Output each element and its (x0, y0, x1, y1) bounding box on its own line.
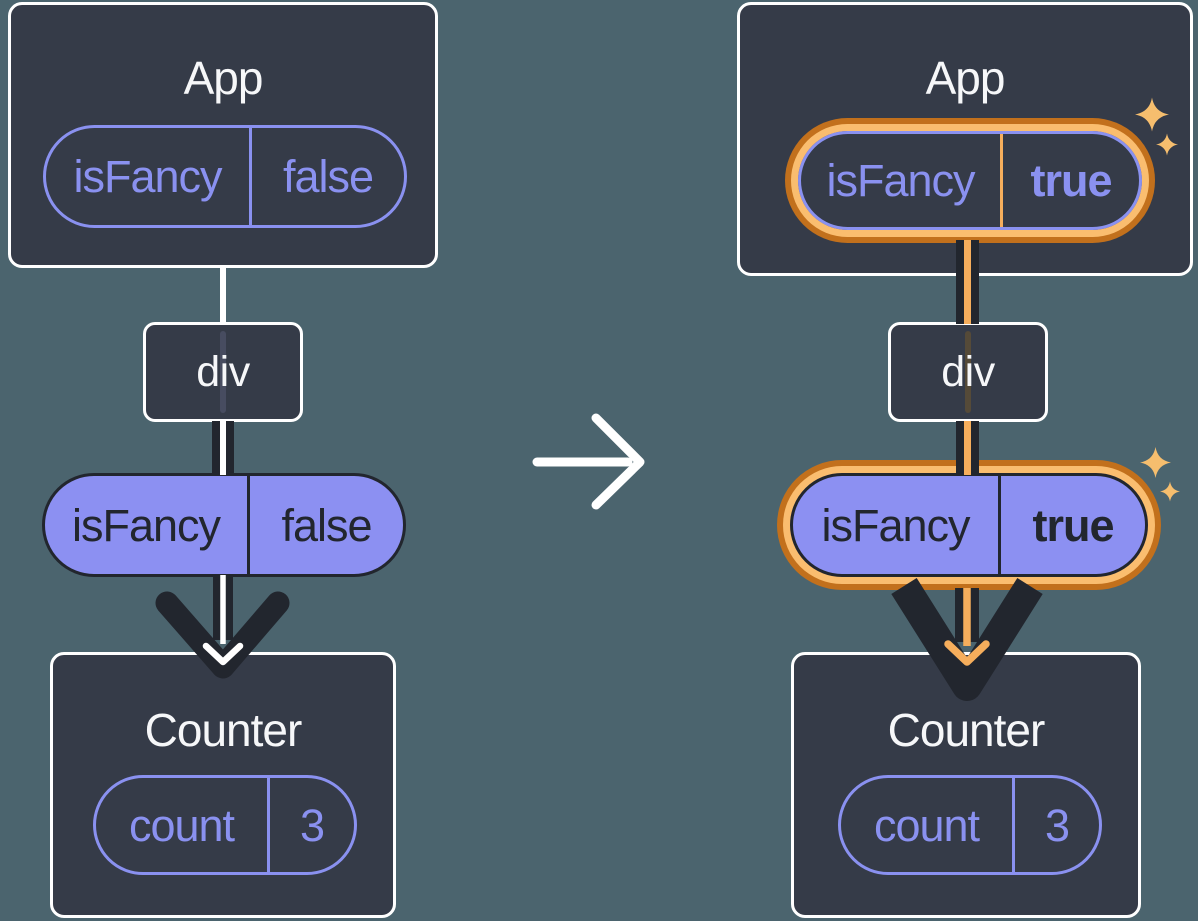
pill-divider (998, 476, 1001, 574)
app-prop-pill: isFancy false (43, 125, 407, 228)
prop-value: true (1030, 155, 1112, 206)
prop-flow-arrow-icon (891, 578, 1043, 701)
ghost-line (220, 331, 226, 413)
flow-line-core (220, 421, 226, 475)
pill-divider (247, 476, 250, 574)
state-value: 3 (299, 799, 325, 851)
div-label: div (941, 347, 995, 396)
flow-line (212, 421, 234, 475)
passed-prop-pill-highlighted: isFancy true (790, 473, 1148, 577)
div-card: div (888, 322, 1048, 422)
state-name: count (128, 799, 235, 851)
prop-flow-arrow-icon (155, 575, 290, 679)
transition-arrow-icon (532, 413, 645, 510)
prop-name: isFancy (71, 499, 221, 551)
pill-divider (249, 128, 252, 225)
sparkle-icon (1160, 481, 1180, 502)
sparkle-icon (1140, 447, 1171, 478)
prop-value: false (282, 151, 374, 202)
app-title: App (925, 52, 1006, 104)
state-value: 3 (1044, 799, 1070, 851)
counter-state-pill: count 3 (93, 775, 357, 875)
prop-value: false (281, 499, 372, 551)
app-prop-pill-highlighted: isFancy true (798, 131, 1142, 230)
counter-title: Counter (144, 704, 303, 756)
flow-line (956, 240, 979, 324)
div-card: div (143, 322, 303, 422)
counter-title: Counter (887, 704, 1046, 756)
prop-value: true (1032, 499, 1114, 551)
prop-name: isFancy (821, 499, 970, 551)
sparkle-icon (1156, 133, 1178, 156)
app-title: App (183, 52, 264, 104)
prop-name: isFancy (826, 155, 975, 206)
flow-line (220, 266, 226, 324)
pill-divider (1000, 134, 1003, 227)
app-card: App isFancy false (8, 2, 438, 268)
flow-line-core (964, 240, 971, 324)
flow-line-core (964, 421, 971, 475)
sparkle-icon (1135, 97, 1169, 132)
pill-divider (1012, 778, 1015, 872)
prop-name: isFancy (73, 151, 222, 202)
pill-divider (267, 778, 270, 872)
flow-line (956, 421, 979, 475)
counter-state-pill: count 3 (838, 775, 1102, 875)
state-name: count (873, 799, 980, 851)
ghost-line (965, 331, 971, 413)
app-card: App isFancy true (737, 2, 1193, 276)
div-label: div (196, 347, 250, 396)
